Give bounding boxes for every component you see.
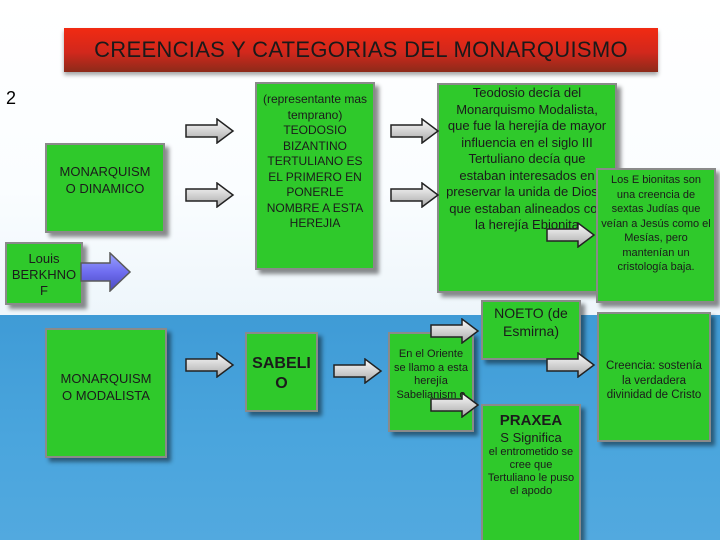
box-noeto-text: NOETO (de Esmirna) <box>494 305 568 339</box>
box-oriente-text: En el Oriente se llamo a esta herejía Sa… <box>394 348 468 401</box>
box-monarquismo-dinamico-text: MONARQUISM O DINAMICO <box>59 164 151 196</box>
arrow-right-icon <box>185 352 235 378</box>
box-tertuliano-primero-note: (representante mas temprano) TEODOSIO BI… <box>262 92 368 153</box>
box-tertuliano-primero-text: TERTULIANO ES EL PRIMERO EN PONERLE NOMB… <box>266 154 364 230</box>
box-praxeas-text: el entrometido se cree que Tertuliano le… <box>487 446 575 497</box>
arrow-right-icon <box>430 392 480 418</box>
box-creencia-divinidad: Creencia: sostenía la verdadera divinida… <box>597 312 711 442</box>
box-noeto: NOETO (de Esmirna) <box>481 300 581 360</box>
box-praxeas-name-b: S Significa <box>500 430 562 445</box>
slide-number: 2 <box>6 88 17 108</box>
box-louis-berkhnof: Louis BERKHNO F <box>5 242 83 305</box>
arrow-right-blue-icon <box>80 252 132 292</box>
arrow-right-icon <box>430 318 480 344</box>
arrow-right-icon <box>333 358 383 384</box>
box-monarquismo-modalista: MONARQUISM O MODALISTA <box>45 328 167 458</box>
box-tertuliano-decia-text: Tertuliano decía que estaban interesados… <box>446 151 608 232</box>
box-sabelio: SABELI O <box>245 332 318 412</box>
box-sabelio-text: SABELI O <box>252 355 311 392</box>
arrow-right-icon <box>185 118 235 144</box>
arrow-right-icon <box>390 182 440 208</box>
box-praxeas-name-a: PRAXEA <box>499 412 563 429</box>
box-teodosio-text: Teodosio decía del Monarquismo Modalista… <box>447 85 607 150</box>
box-ebionitas-text: Los E bionitas son una creencia de sexta… <box>601 174 711 273</box>
box-louis-berkhnof-text: Louis BERKHNO F <box>11 251 77 298</box>
box-ebionitas: Los E bionitas son una creencia de sexta… <box>596 168 716 303</box>
slide-title: CREENCIAS Y CATEGORIAS DEL MONARQUISMO <box>64 28 658 72</box>
arrow-right-icon <box>185 182 235 208</box>
box-tertuliano-primero: (representante mas temprano) TEODOSIO BI… <box>255 82 375 270</box>
box-creencia-text: Creencia: sostenía la verdadera divinida… <box>606 360 702 401</box>
box-teodosio-tertuliano: Teodosio decía del Monarquismo Modalista… <box>437 83 617 293</box>
arrow-right-icon <box>546 352 596 378</box>
box-praxeas: PRAXEA S Significa el entrometido se cre… <box>481 404 581 540</box>
box-monarquismo-modalista-text: MONARQUISM O MODALISTA <box>60 371 152 403</box>
arrow-right-icon <box>390 118 440 144</box>
box-monarquismo-dinamico: MONARQUISM O DINAMICO <box>45 143 165 233</box>
arrow-right-icon <box>546 222 596 248</box>
